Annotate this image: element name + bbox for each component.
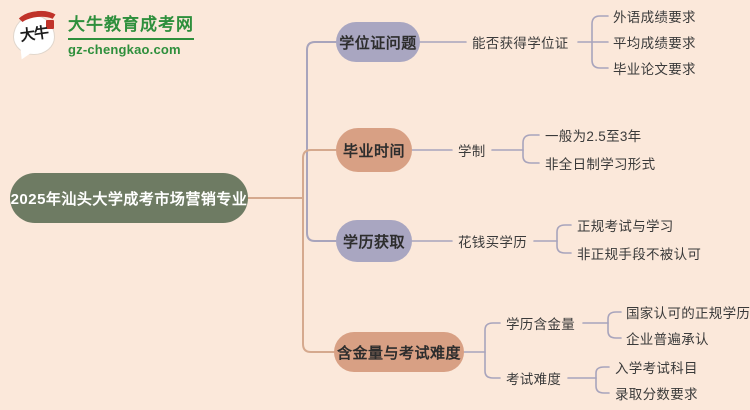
leaf-label: 非正规手段不被认可 [577, 247, 702, 262]
site-logo: 大牛 大牛教育成考网 gz-chengkao.com [13, 8, 194, 62]
leaf-label: 正规考试与学习 [577, 219, 674, 234]
speech-bubble-logo-icon: 大牛 [13, 8, 63, 62]
subtopic-label: 学制 [458, 144, 486, 159]
leaf-label: 入学考试科目 [615, 361, 698, 376]
leaf-label: 毕业论文要求 [613, 62, 696, 77]
subtopic-label: 能否获得学位证 [472, 36, 569, 51]
branch4-trunk-connector [302, 197, 335, 353]
leaf-label: 外语成绩要求 [613, 10, 696, 25]
mindmap-root-node: 2025年汕头大学成考市场营销专业 [10, 173, 248, 223]
subtopic-label: 考试难度 [506, 372, 562, 387]
red-seal-stamp [46, 20, 54, 29]
leaf-label: 国家认可的正规学历 [626, 306, 750, 321]
branch2-trunk-connector [302, 149, 337, 199]
site-name: 大牛教育成考网 [68, 15, 194, 40]
subtopic-label: 学历含金量 [506, 317, 575, 332]
leaf-label: 企业普遍承认 [626, 332, 709, 347]
subtopic-label: 花钱买学历 [458, 235, 527, 250]
branch1-trunk-connector [306, 41, 337, 199]
leaf-label: 非全日制学习形式 [545, 157, 656, 172]
branch3-trunk-connector [306, 197, 337, 242]
branch-node-value-difficulty: 含金量与考试难度 [334, 332, 464, 372]
leaf-label: 平均成绩要求 [613, 36, 696, 51]
leaf-label: 录取分数要求 [615, 387, 698, 402]
branch-node-diploma-acquisition: 学历获取 [336, 220, 412, 262]
branch-node-graduation-time: 毕业时间 [336, 128, 412, 172]
site-domain: gz-chengkao.com [68, 41, 181, 57]
leaf-label: 一般为2.5至3年 [545, 129, 642, 144]
branch-node-degree-certificate: 学位证问题 [336, 22, 420, 62]
